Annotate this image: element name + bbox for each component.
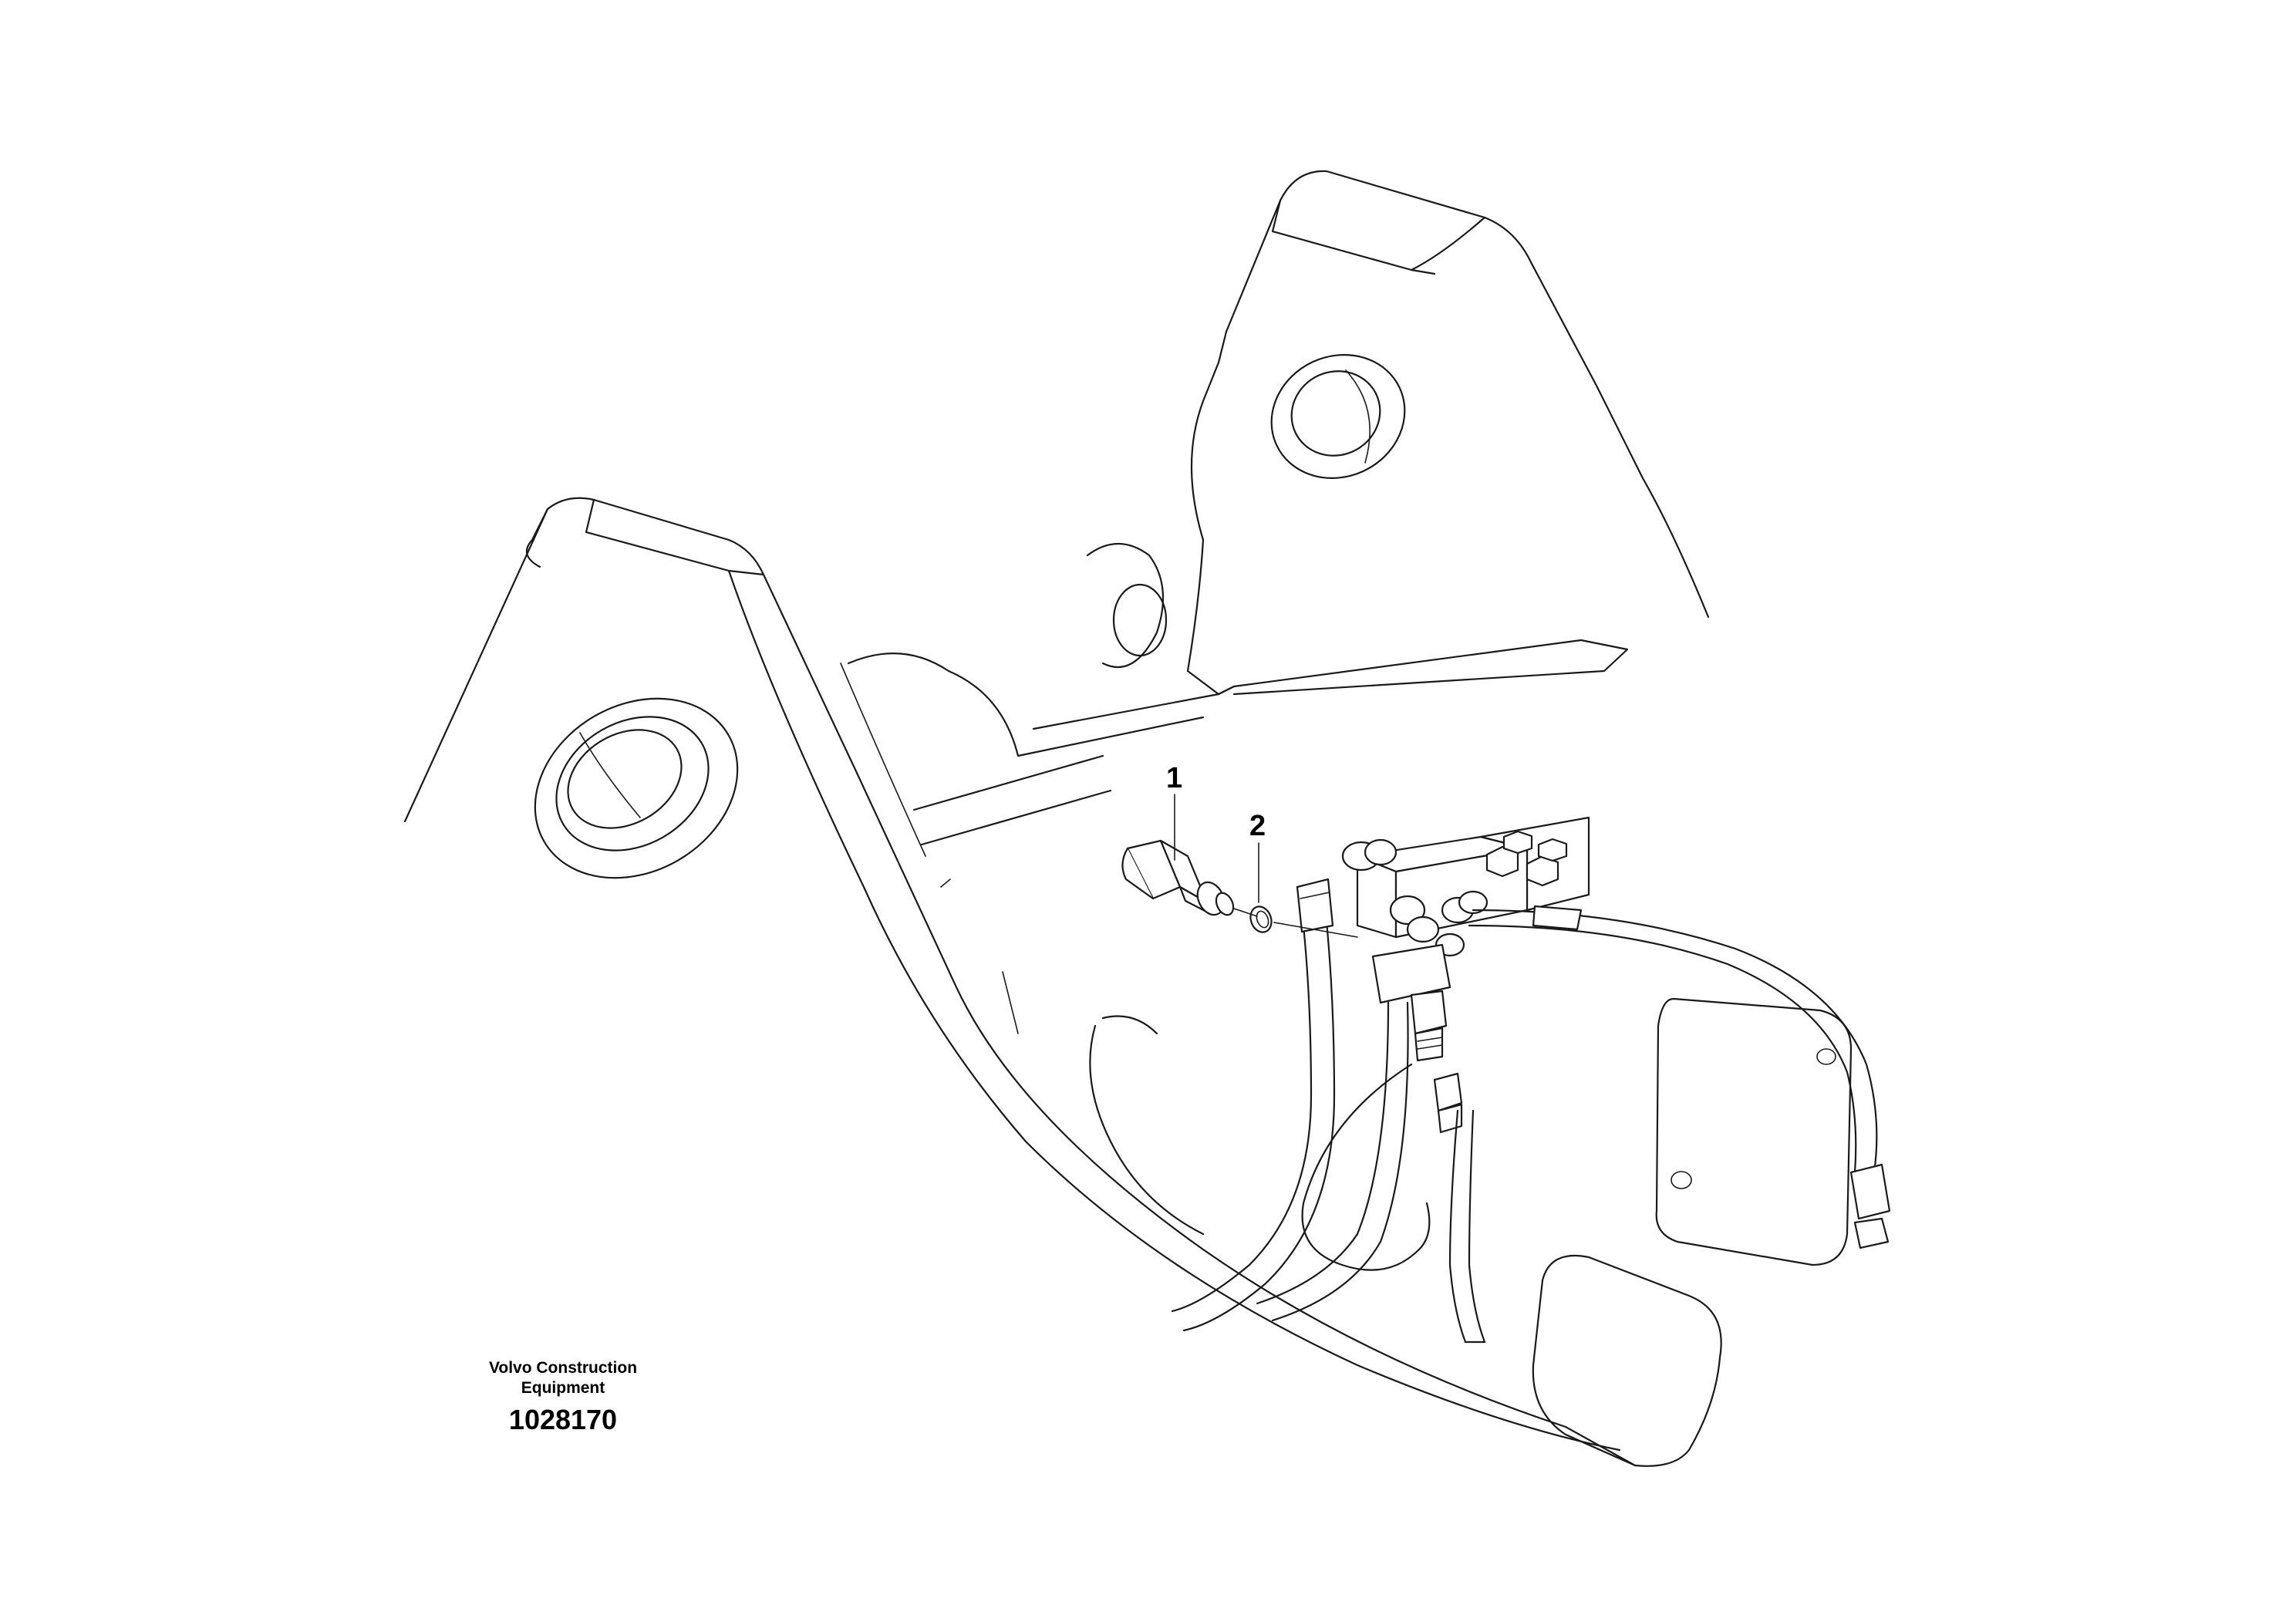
rear-bracket-plate: [1186, 170, 1710, 696]
tee-fitting: [1371, 943, 1451, 1062]
drawing-number: 1028170: [508, 1404, 618, 1435]
callout-2-label: 2: [1249, 810, 1266, 842]
hose-fitting-lower: [1433, 1072, 1463, 1134]
callout-leaders: [1174, 794, 1259, 903]
front-pivot-bore: [534, 697, 739, 879]
manufacturer-name-line1: Volvo Construction: [488, 1359, 638, 1377]
callout-1-label: 1: [1166, 762, 1183, 794]
cover-plate: [1655, 997, 1853, 1266]
o-ring-part-2: [1249, 905, 1358, 938]
manufacturer-name-line2: Equipment: [521, 1379, 605, 1397]
cross-beam: [847, 653, 1220, 888]
rear-plate-side-hole: [1086, 542, 1168, 669]
hoses: [1171, 878, 1891, 1344]
bracket-bolts: [1485, 830, 1568, 887]
lower-slot: [1532, 1254, 1722, 1467]
block-fittings: [1341, 838, 1489, 957]
front-bracket-plate: [403, 497, 1637, 1467]
pressure-sensor-part-1: [1121, 839, 1258, 917]
inner-cutout: [1002, 971, 1205, 1236]
rear-pivot-bore: [1270, 354, 1406, 479]
